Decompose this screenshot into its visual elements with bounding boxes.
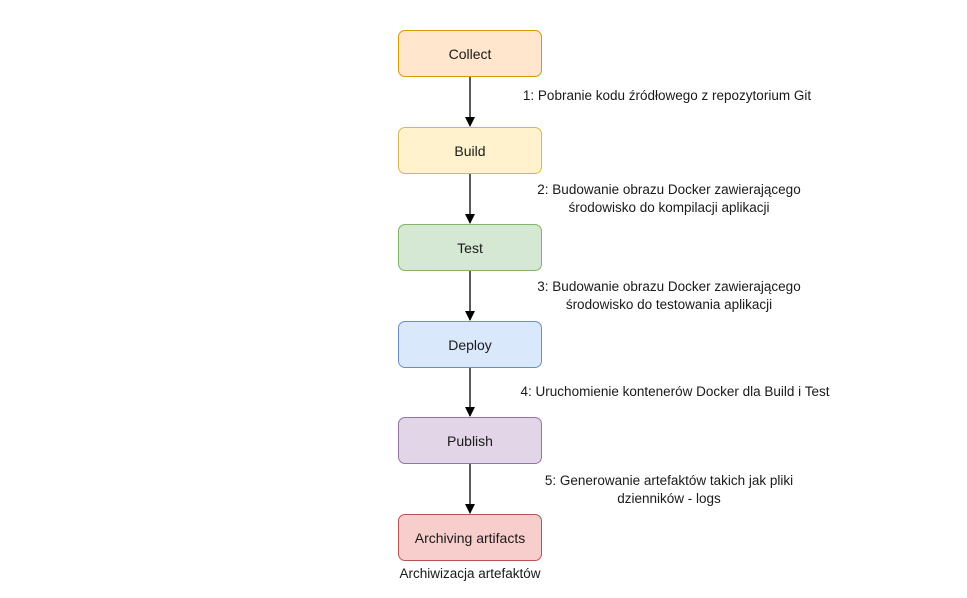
node-label: Test [457, 239, 483, 256]
node-caption-archiving: Archiwizacja artefaktów [399, 566, 541, 581]
node-deploy: Deploy [398, 321, 542, 368]
edge-label-5: 5: Generowanie artefaktów takich jak pli… [545, 472, 793, 508]
edge-label-line: 5: Generowanie artefaktów takich jak pli… [544, 473, 794, 488]
node-collect: Collect [398, 30, 542, 77]
edge-label-2: 2: Budowanie obrazu Docker zawierającego… [537, 181, 800, 217]
node-label: Publish [447, 432, 493, 449]
node-test: Test [398, 224, 542, 271]
edge-label-line: 4: Uruchomienie kontenerów Docker dla Bu… [520, 384, 830, 399]
edge-label-line: środowisko do testowania aplikacji [565, 297, 773, 312]
edge-label-line: 2: Budowanie obrazu Docker zawierającego [537, 182, 801, 197]
edge-label-1: 1: Pobranie kodu źródłowego z repozytori… [523, 87, 811, 105]
node-label: Archiving artifacts [414, 529, 526, 546]
node-label: Build [454, 142, 486, 159]
edge-label-3: 3: Budowanie obrazu Docker zawierającego… [537, 278, 800, 314]
node-build: Build [398, 127, 542, 174]
edge-label-line: 1: Pobranie kodu źródłowego z repozytori… [522, 88, 812, 103]
node-label: Collect [448, 45, 492, 62]
edge-label-line: dzienników - logs [617, 491, 721, 506]
node-publish: Publish [398, 417, 542, 464]
edge-label-line: środowisko do kompilacji aplikacji [568, 200, 770, 215]
edge-label-line: 3: Budowanie obrazu Docker zawierającego [537, 279, 801, 294]
node-label: Deploy [448, 336, 492, 353]
node-archiving-artifacts: Archiving artifacts [398, 514, 542, 561]
edge-label-4: 4: Uruchomienie kontenerów Docker dla Bu… [521, 383, 830, 401]
